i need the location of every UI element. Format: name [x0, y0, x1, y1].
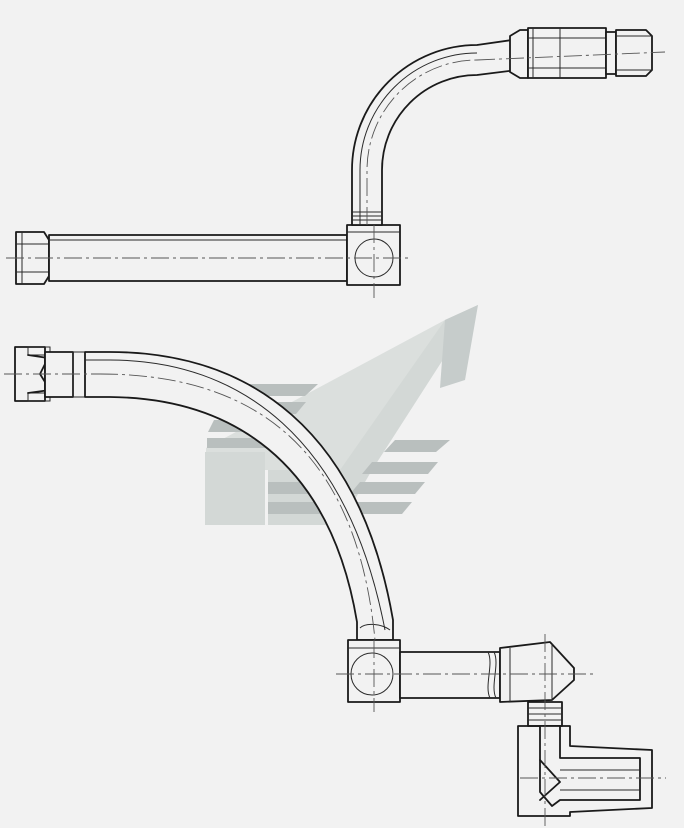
- upper-pipe-assembly: [6, 27, 666, 298]
- swivel-nut: [499, 641, 575, 703]
- elbow-block: [346, 224, 401, 286]
- horizontal-tube: [399, 651, 501, 699]
- sectioned-fitting: [517, 725, 653, 817]
- right-fitting: [509, 27, 653, 79]
- lower-pipe-assembly: [4, 346, 666, 826]
- long-bent-tube: [84, 351, 394, 641]
